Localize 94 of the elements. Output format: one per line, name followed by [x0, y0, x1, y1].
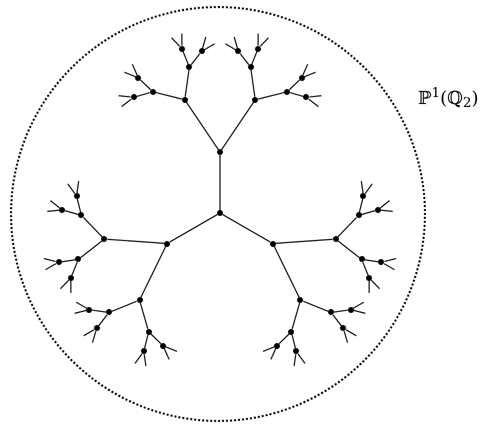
tree-edge [289, 80, 300, 90]
tree-edge [384, 263, 395, 270]
tree-edge [171, 37, 180, 47]
tree-edge [337, 217, 357, 238]
tree-edge [364, 259, 379, 262]
tree-edge [118, 95, 131, 98]
tree-edge [92, 330, 96, 343]
tree-edge [204, 43, 215, 50]
tree-edge [274, 246, 300, 298]
tree-edge [334, 310, 348, 313]
tree-edge [136, 92, 150, 97]
tree-edge [292, 302, 300, 330]
tree-edge [83, 217, 103, 238]
tree-edge [124, 72, 136, 78]
tree-edge [240, 53, 250, 66]
tree-edge [164, 348, 170, 360]
tree-edge [202, 36, 206, 49]
tree-edge [222, 214, 270, 242]
tree-edge [353, 302, 364, 309]
tree-edge [80, 240, 102, 258]
tree-edge [294, 354, 296, 366]
tree-edge [140, 80, 151, 90]
tree-edge [45, 263, 56, 270]
tree-edge [234, 36, 238, 49]
tree-edge [258, 34, 259, 46]
tree-edge [303, 300, 328, 312]
tree-edge [360, 181, 364, 194]
tree-edge [112, 300, 137, 312]
tree-edge [370, 280, 380, 290]
tree-edge [74, 310, 86, 314]
tree-edge [225, 43, 236, 50]
tree-edge [292, 334, 296, 348]
tree-edge [184, 70, 190, 97]
tree-edge [308, 98, 319, 107]
tree-edge [332, 314, 342, 326]
tree-edge [166, 346, 178, 352]
tree-edge [61, 259, 76, 262]
tree-edge [156, 92, 182, 100]
tree-edge [70, 280, 72, 293]
tree-edge [354, 310, 366, 314]
tree-edge [309, 95, 322, 98]
boundary-label: ℙ$^{1}$(ℚ$_{2}$) [418, 88, 478, 110]
tree-edge [150, 334, 162, 344]
tree-edge [186, 102, 219, 150]
tree-edge [278, 334, 290, 344]
tree-edge [182, 51, 189, 65]
tree-edge [121, 98, 132, 107]
tree-edge [76, 198, 82, 213]
tree-edge [364, 184, 373, 194]
tree-edge [107, 238, 164, 244]
tree-edge [76, 302, 87, 309]
tree-edge [83, 329, 94, 336]
tree-edge [304, 72, 316, 78]
tree-edge [380, 210, 393, 212]
tree-edge [98, 314, 108, 326]
tree-edge [170, 214, 218, 242]
tree-edge [140, 246, 166, 298]
tree-edge [60, 280, 70, 290]
tree-edge [260, 37, 269, 47]
tree-edge [276, 238, 333, 244]
tree-edge [67, 184, 76, 194]
tree-edge [134, 353, 142, 364]
tree-edge [270, 348, 276, 360]
tree-edge [358, 198, 364, 213]
tree-edge [76, 181, 80, 194]
tree-edge [368, 280, 370, 293]
tree-edge [71, 262, 78, 276]
tree-edge [338, 240, 360, 258]
tree-edge [384, 258, 396, 262]
tree-edge [380, 200, 390, 208]
tree-edge [44, 258, 56, 262]
tree-edge [190, 53, 200, 66]
tree-edge [262, 346, 274, 352]
tree-edge [302, 64, 308, 76]
tree-edge [250, 70, 256, 97]
tree-edge [219, 155, 221, 210]
tree-edge [92, 310, 106, 313]
tree-edge [144, 354, 146, 366]
tree-edge [290, 92, 304, 97]
tree-edge [344, 330, 348, 343]
tree-edge [258, 92, 284, 100]
tree-edge [64, 210, 79, 216]
tree-edge [144, 334, 148, 348]
tree-edge [140, 302, 148, 330]
tree-edge [251, 51, 258, 65]
tree-edge [181, 34, 182, 46]
tree-edge [346, 329, 357, 336]
tree-edge [132, 64, 138, 76]
tree-edge [361, 210, 376, 216]
tree-edge [221, 102, 254, 150]
tree-edge [50, 200, 60, 208]
tree-edge [298, 353, 306, 364]
tree-edge [47, 210, 60, 212]
tree-edge [362, 262, 369, 276]
